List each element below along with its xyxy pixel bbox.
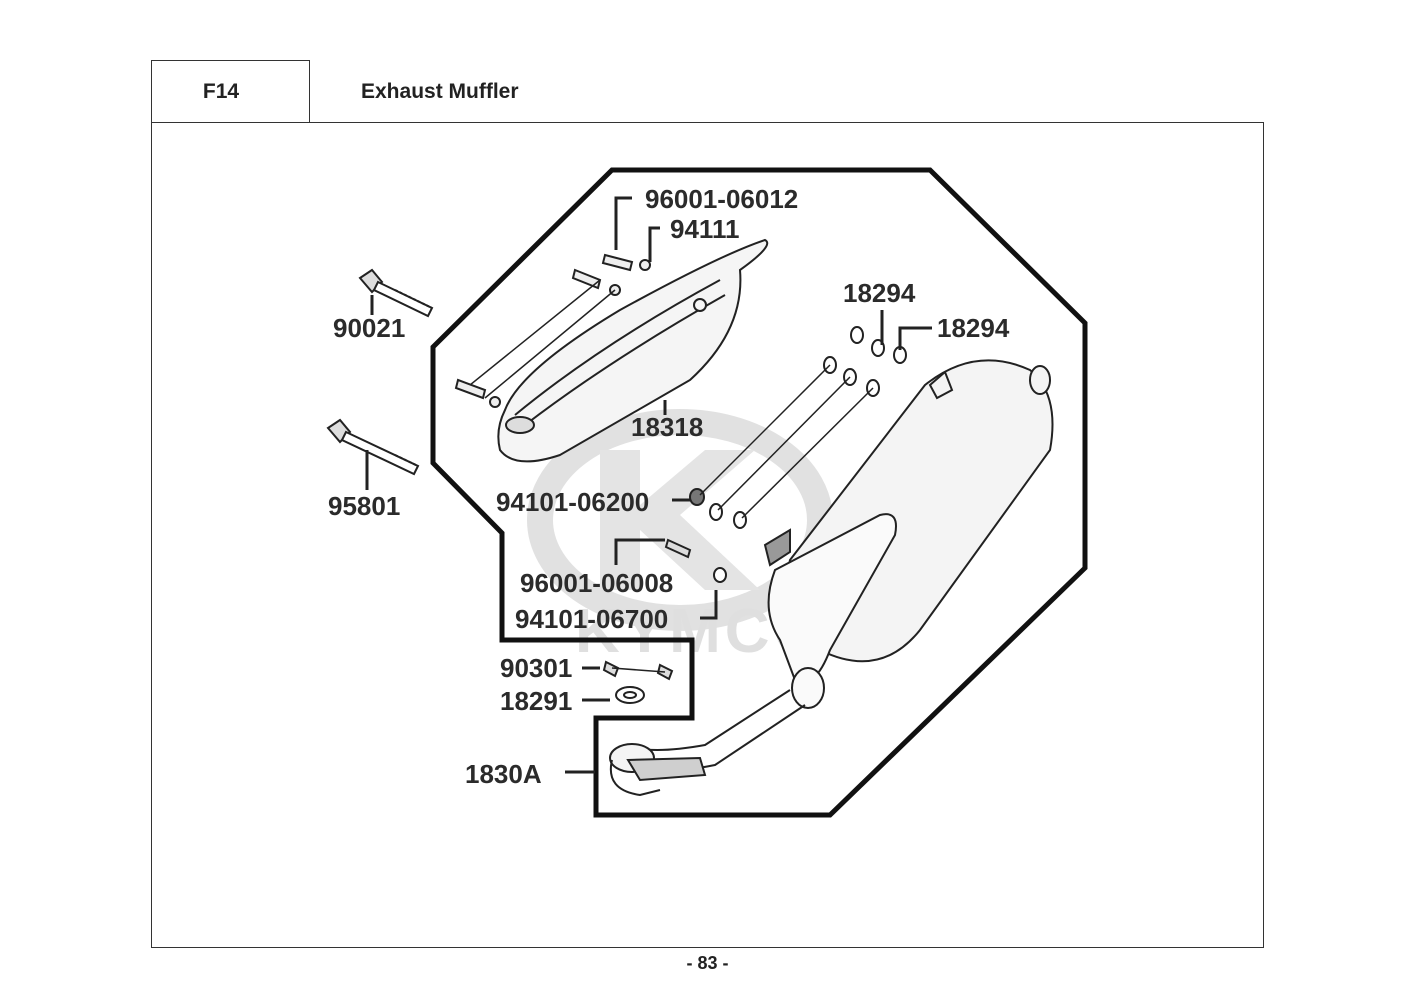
label-1830A: 1830A (465, 759, 542, 789)
label-90021: 90021 (333, 313, 405, 343)
heat-guard (497, 238, 769, 463)
label-94101-06700: 94101-06700 (515, 604, 668, 634)
label-18291: 18291 (500, 686, 572, 716)
page-title: Exhaust Muffler (361, 80, 519, 103)
diagram-frame (151, 122, 1264, 948)
muffler-bracket (763, 513, 897, 709)
label-18294-upper: 18294 (843, 278, 916, 308)
assembly-lines (469, 279, 874, 673)
label-96001-06008: 96001-06008 (520, 568, 673, 598)
label-18318: 18318 (631, 412, 703, 442)
label-96001-06012: 96001-06012 (645, 184, 798, 214)
label-18294-right: 18294 (937, 313, 1010, 343)
label-94111: 94111 (670, 214, 739, 244)
leader-lines (365, 196, 932, 774)
exhaust-pipe (609, 689, 806, 797)
section-title-cell (309, 60, 1264, 123)
assembly-boundary (430, 167, 1088, 818)
section-code: F14 (202, 80, 240, 103)
page-number: - 83 - (686, 953, 729, 973)
label-95801: 95801 (328, 491, 400, 521)
label-94101-06200: 94101-06200 (496, 487, 649, 517)
bolt-95801 (326, 418, 420, 476)
label-90301: 90301 (500, 653, 572, 683)
bolts-96001-06012 (454, 253, 651, 408)
bolt-90021 (358, 268, 434, 318)
